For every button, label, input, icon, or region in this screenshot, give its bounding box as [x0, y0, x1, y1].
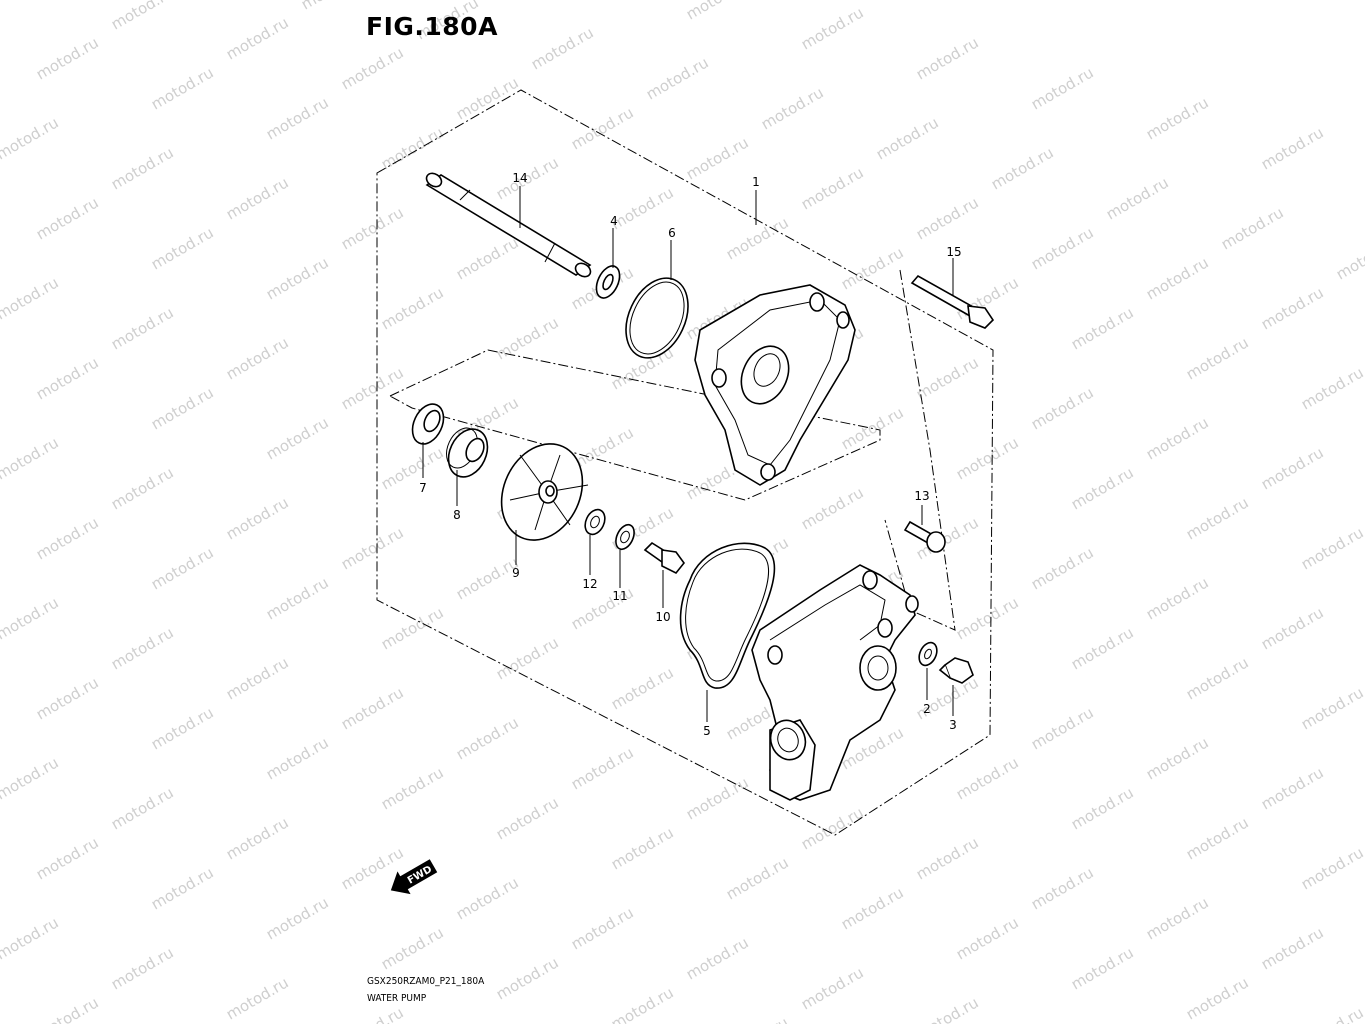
figure-name: WATER PUMP — [367, 993, 427, 1004]
cover-group-boundary — [388, 349, 881, 501]
washer-part-2 — [918, 641, 938, 667]
figure-code: GSX250RZAM0_P21_180A — [367, 976, 485, 987]
callout-14: 14 — [512, 171, 527, 185]
gasket-part-5 — [679, 542, 776, 689]
callout-13: 13 — [914, 489, 929, 503]
oil-seal-part-7 — [411, 403, 445, 445]
figure-title: FIG.180A — [366, 12, 498, 41]
callout-9: 9 — [512, 566, 520, 580]
callout-8: 8 — [453, 508, 461, 522]
pump-body — [751, 564, 919, 801]
bolt-part-10 — [643, 541, 686, 575]
callout-11: 11 — [612, 589, 627, 603]
assembly-boundary — [376, 89, 994, 836]
screw-part-13 — [903, 520, 946, 553]
callout-6: 6 — [668, 226, 676, 240]
o-ring-part-6 — [625, 277, 689, 359]
bolt-part-15 — [910, 274, 995, 329]
washer-part-4 — [595, 265, 621, 299]
callout-2: 2 — [923, 702, 931, 716]
callout-4: 4 — [610, 214, 618, 228]
leader-lines — [422, 186, 954, 722]
pump-cover-part-1 — [694, 284, 856, 486]
washer-part-11 — [615, 523, 635, 551]
callout-10: 10 — [655, 610, 670, 624]
impeller-part-9 — [500, 443, 589, 541]
callout-12: 12 — [582, 577, 597, 591]
bolt-group-boundary — [884, 269, 956, 631]
washer-part-12 — [584, 508, 606, 536]
fwd-arrow: FWD — [390, 859, 438, 895]
bolt-part-3 — [938, 657, 974, 684]
callout-7: 7 — [419, 481, 427, 495]
shaft-part-14 — [425, 172, 592, 278]
callout-1: 1 — [752, 175, 760, 189]
callout-5: 5 — [703, 724, 711, 738]
callout-3: 3 — [949, 718, 957, 732]
mechanical-seal-part-8 — [446, 427, 489, 478]
callout-15: 15 — [946, 245, 961, 259]
